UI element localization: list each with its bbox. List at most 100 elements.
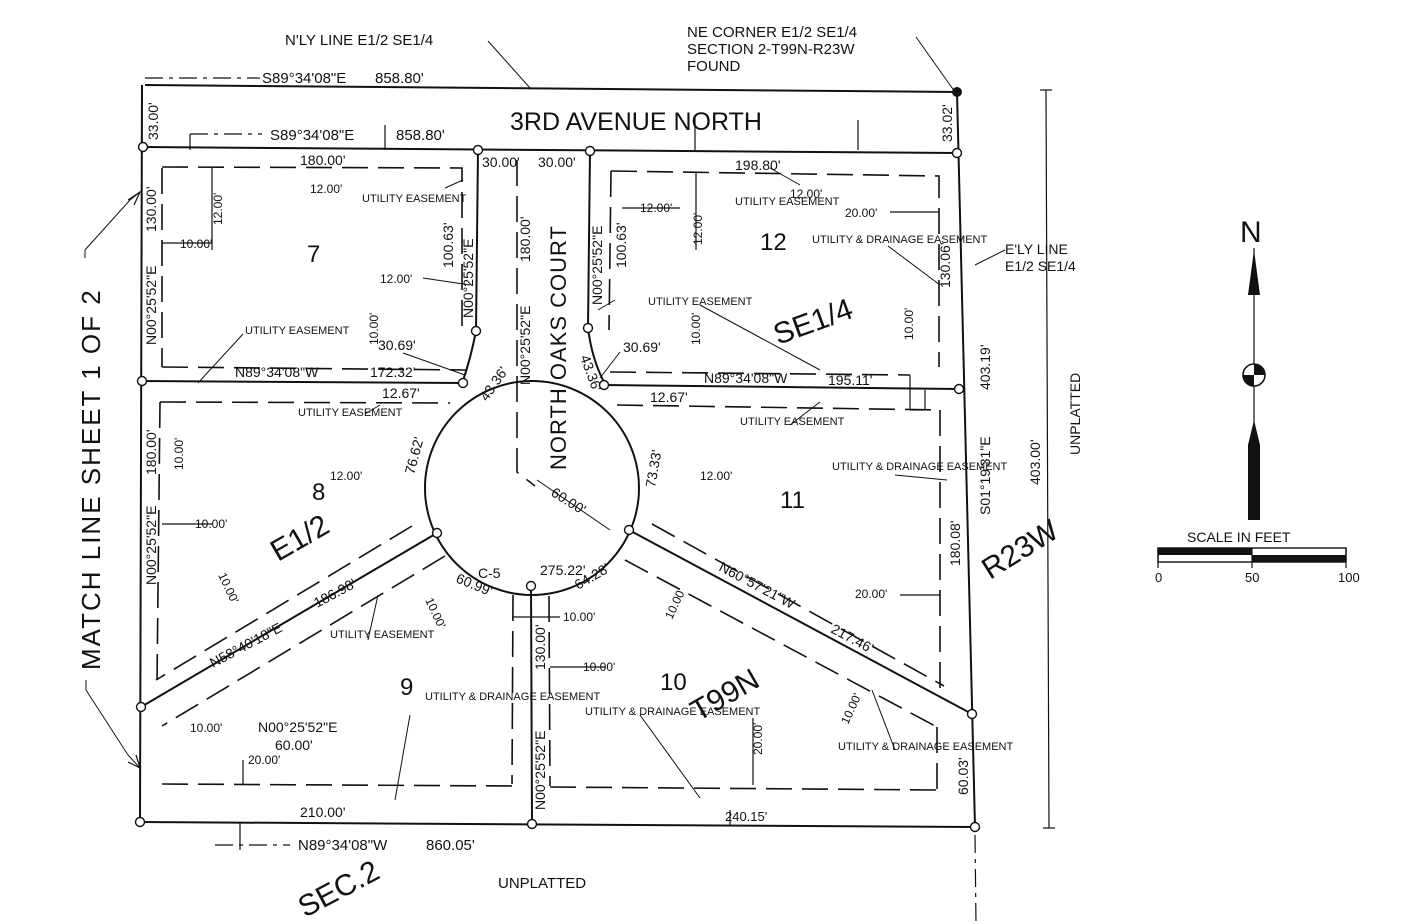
lot10-drainage: UTILITY & DRAINAGE EASEMENT [585,706,761,718]
r23w-label: R23W [976,513,1065,586]
row-widths: 33.00' 33.02' 30.00' 30.00' [145,102,955,170]
mid-bearing-left: N89°34'08"W [235,364,319,380]
lot9-offset-10d: 10.00' [422,595,448,630]
lot-12: 12 [760,229,787,256]
lot9-offset-20: 20.00' [248,753,280,767]
lot-7-dimensions: 180.00' 12.00' UTILITY EASEMENT 12.00' 1… [143,152,511,404]
sec2-label: SEC.2 [293,854,385,924]
lot7-right-bearing: N00°25'52"E [460,239,476,318]
curve-id: C-5 [478,565,501,581]
lot11-offset-12: 12.00' [700,469,732,483]
lot9-small-dist: 60.00' [275,737,313,753]
east-overall-distance: 403.00' [1027,440,1043,486]
lot8-left-bearing: N00°25'52"E [143,506,159,585]
unplatted-south: UNPLATTED [498,875,586,892]
lot8-diag-dist: 186.98' [311,575,359,610]
scale-100: 100 [1338,570,1360,585]
lot11-drainage: UTILITY & DRAINAGE EASEMENT [832,461,1008,473]
lot12-offset-12v: 12.00' [691,213,705,245]
lot10-offset-20v: 20.00' [751,723,765,755]
east-distance: 403.19' [977,345,993,391]
se14-label: SE1/4 [769,293,857,352]
property-pins [134,87,981,833]
lot7-left-bearing: N00°25'52"E [143,266,159,345]
court-bearing: N00°25'52"E [517,306,533,385]
bottom-left-dist: 210.00' [300,804,346,820]
court-labels: N00°25'52"E 180.00' NORTH OAKS COURT 60.… [517,217,589,518]
lot8-offset-10d: 10.00' [215,570,241,605]
north-letter: N [1240,216,1262,249]
top-bearing: S89°34'08"E [262,70,346,87]
lot12-top-dist: 198.80' [735,157,781,173]
lot8-offset-12: 12.00' [330,469,362,483]
inner-distance: 858.80' [396,127,445,144]
lot-9-dimensions: 130.00' N00°25'52"E 10.00' UTILITY & DRA… [190,610,601,820]
unplatted-east: UNPLATTED [1067,373,1083,455]
lot12-offset-10v: 10.00' [689,313,703,345]
mid-distance-left: 172.32' [370,364,416,380]
lot11-easement-1: UTILITY EASEMENT [740,416,845,428]
lot9-drainage: UTILITY & DRAINAGE EASEMENT [425,691,601,703]
ne-corner-label-1: NE CORNER E1/2 SE1/4 [687,24,857,41]
mid-distance-right: 195.11' [828,372,872,388]
e12-label: E1/2 [265,509,335,568]
lot12-left-dist: 100.63' [613,223,629,269]
arc-total: 275.22' [540,562,586,578]
lot7-easement-2: UTILITY EASEMENT [245,325,350,337]
lot-10-dimensions: 10.00' UTILITY & DRAINAGE EASEMENT 10.00… [583,559,1014,824]
lot9-offset-10: 10.00' [563,610,595,624]
ne-corner-label-2: SECTION 2-T99N-R23W [687,41,855,58]
lot8-easement-1: UTILITY EASEMENT [298,407,403,419]
court-radius: 60.00' [548,484,588,518]
lot-10: 10 [660,669,687,696]
lot7-offset-10v: 10.00' [367,313,381,345]
lot8-left-dist: 180.00' [143,430,159,476]
lot10-right-dist: 60.03' [955,757,971,795]
lot7-top-dist: 180.00' [300,152,346,168]
lot12-right-dist: 130.06' [937,243,953,289]
east-annotations: E'LY LINE E1/2 SE1/4 S01°19'31"E 403.19'… [977,241,1083,515]
lot10-drainage-2: UTILITY & DRAINAGE EASEMENT [838,741,1014,753]
east-line-label-1: E'LY LINE [1005,241,1068,257]
mid-bearing-right: N89°34'08"W [704,370,788,386]
dimension-lines [145,77,1055,924]
lot9-right-bearing: N00°25'52"E [532,731,548,810]
north-arrowhead-icon [1248,250,1260,295]
lot7-offset-10: 10.00' [180,237,212,251]
court-distance: 180.00' [517,217,533,263]
row-right-width: 33.02' [939,104,955,142]
header-annotations: N'LY LINE E1/2 SE1/4 NE CORNER E1/2 SE1/… [262,24,857,144]
nly-line-label: N'LY LINE E1/2 SE1/4 [285,32,433,49]
north-arrow: N [1240,216,1266,520]
top-distance: 858.80' [375,70,424,87]
south-annotations: N89°34'08"W 860.05' UNPLATTED [298,837,586,892]
lot12-offset-20: 20.00' [845,206,877,220]
lot12-offset-12b: 12.00' [640,201,672,215]
lot10-offset-10d: 10.00' [662,586,688,621]
lot10-diag-bearing: N60°57'21"W [717,559,799,613]
lot11-right-dist: 180.08' [947,521,963,567]
bottom-distance: 860.05' [426,837,475,854]
lot12-offset-12: 12.00' [790,187,822,201]
lot7-easement-1: UTILITY EASEMENT [362,193,467,205]
court-name: NORTH OAKS COURT [546,225,571,470]
lot12-knuckle-4336: 43.36' [577,353,605,394]
lot11-arc-7333: 73.33' [642,449,664,489]
lot12-easement-2: UTILITY EASEMENT [648,296,753,308]
lot8-offset-10v: 10.00' [172,438,186,470]
lot12-drainage: UTILITY & DRAINAGE EASEMENT [812,234,988,246]
lot7-right-dist: 100.63' [440,223,456,269]
bottom-right-dist: 240.15' [725,809,767,824]
lot10-offset-10d2: 10.00' [838,691,864,726]
east-line-label-2: E1/2 SE1/4 [1005,258,1076,274]
scale-title: SCALE IN FEET [1187,529,1291,545]
lot-8: 8 [312,479,325,506]
lot12-easement-1: UTILITY EASEMENT [735,196,840,208]
inner-bearing: S89°34'08"E [270,127,354,144]
lot-12-dimensions: 198.80' UTILITY EASEMENT 12.00' 12.00' 1… [577,157,987,405]
lot8-arc-7662: 76.62' [401,435,426,476]
lot11-offset-20: 20.00' [855,587,887,601]
row-left-width: 33.00' [145,102,161,140]
lot-11: 11 [780,487,805,514]
scale-bar: SCALE IN FEET 0 50 100 [1155,529,1360,585]
